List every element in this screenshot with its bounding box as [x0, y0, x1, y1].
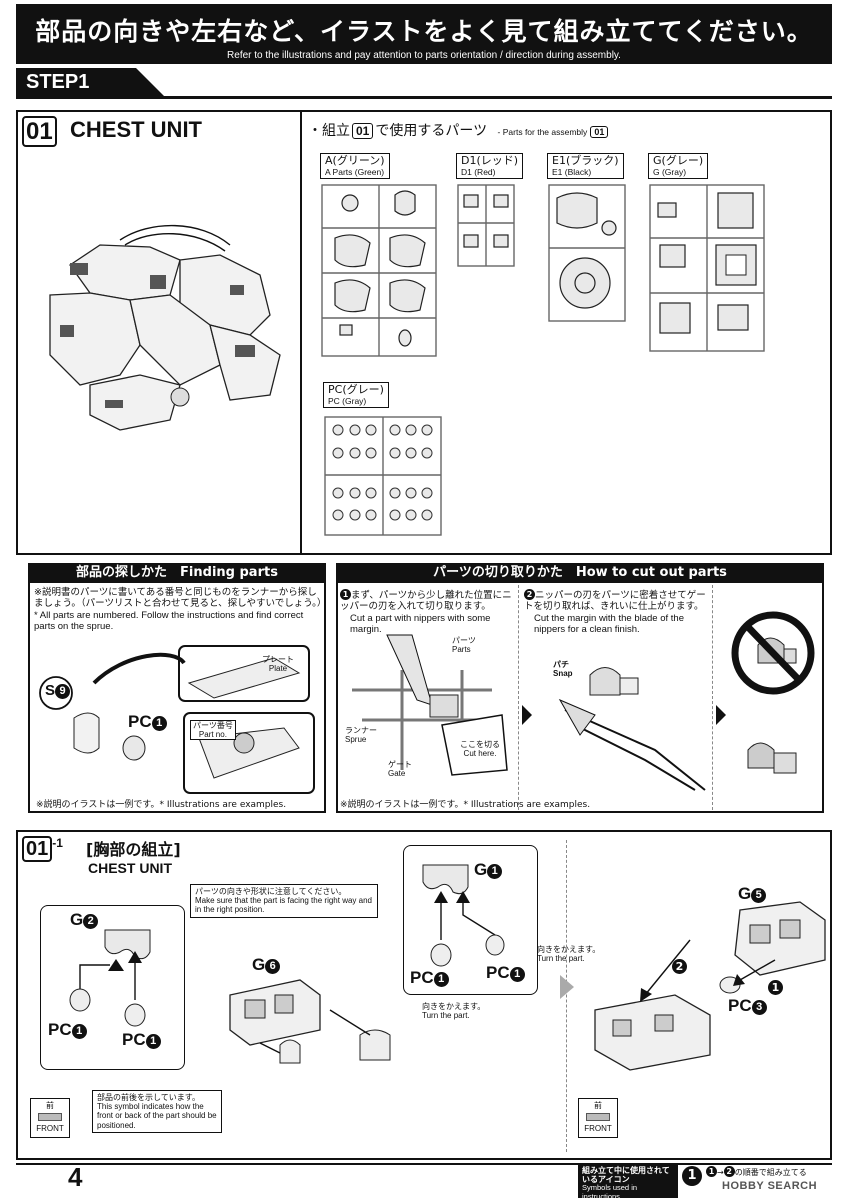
symbols-legend-en: Symbols used in instructions	[582, 1183, 638, 1200]
symbols-legend-box: 組み立て中に使用されているアイコン Symbols used in instru…	[578, 1163, 678, 1200]
parts-heading-en: - Parts for the assembly	[497, 127, 588, 137]
parts-heading-jp-post: で使用するパーツ	[375, 123, 488, 139]
front-symbol-right: 前 FRONT	[578, 1098, 618, 1138]
cutting-wrong-right-illustration	[731, 611, 815, 774]
front-symbol-note: 部品の前後を示しています。 This symbol indicates how …	[92, 1090, 222, 1133]
section-01-1-title-jp: [胸部の組立]	[86, 840, 181, 859]
finding-label-s9-num: 9	[55, 684, 71, 699]
chest-unit-illustration	[49, 224, 281, 431]
sprue-pc-diagram	[324, 416, 442, 536]
front-symbol-note-jp: 部品の前後を示しています。	[97, 1093, 200, 1102]
section-01-box	[16, 110, 832, 555]
parts-heading-num: 01	[352, 123, 374, 139]
section-01-divider	[300, 112, 302, 553]
sprue-a-diagram	[321, 184, 437, 357]
cutting-header: パーツの切り取りかた How to cut out parts	[336, 563, 824, 583]
cutting-divider-2	[712, 585, 713, 810]
cutting-footer: ※説明のイラストは一例です。* Illustrations are exampl…	[340, 800, 591, 810]
cutting-divider-1	[518, 585, 519, 810]
order-icon: 1	[682, 1165, 702, 1186]
cutting-arrow-2	[716, 705, 726, 725]
footer-rule	[16, 1163, 832, 1165]
banner-title-jp: 部品の向きや左右など、イラストをよく見て組み立ててください。	[35, 17, 813, 46]
finding-parts-text: ※説明書のパーツに書いてある番号と同じものをランナーから探しましょう。（パーツリ…	[34, 587, 327, 633]
front-symbol-note-en: This symbol indicates how the front or b…	[97, 1102, 217, 1130]
cutting-step-2-illustration	[558, 667, 706, 791]
cutting-arrow-1	[522, 705, 532, 725]
watermark: HOBBY SEARCH	[722, 1180, 818, 1192]
finding-parts-header: 部品の探しかた Finding parts	[28, 563, 326, 583]
pc-insert-right-illustration	[422, 864, 505, 967]
section-01-1-number: 01-1	[22, 836, 63, 862]
front-symbol-left: 前 FRONT	[30, 1098, 70, 1138]
sprue-label-a: A(グリーン)A Parts (Green)	[320, 153, 390, 180]
orientation-note-jp: パーツの向きや形状に注意してください。	[195, 887, 347, 896]
orientation-note: パーツの向きや形状に注意してください。 Make sure that the p…	[190, 884, 378, 918]
section-01-number: 01	[22, 116, 57, 147]
sprue-label-g: G(グレー)G (Gray)	[648, 153, 709, 180]
orientation-note-en: Make sure that the part is facing the ri…	[195, 896, 372, 915]
parts-heading-jp-pre: ・組立	[308, 123, 350, 139]
section-01-1-box	[16, 830, 832, 1160]
banner-title-en: Refer to the illustrations and pay atten…	[227, 50, 621, 61]
finding-parts-footer: ※説明のイラストは一例です。* Illustrations are exampl…	[36, 800, 287, 810]
sprue-g-diagram	[649, 184, 765, 352]
pc-insert-left-illustration	[69, 929, 151, 1027]
page-number: 4	[68, 1162, 83, 1192]
turn-arrow	[560, 975, 574, 999]
turn-note-1: 向きをかえます。Turn the part.	[422, 1002, 486, 1021]
step-divider	[16, 96, 832, 99]
assembly-result-illustration	[594, 901, 826, 1071]
finding-parts-text-en: * All parts are numbered. Follow the ins…	[34, 609, 304, 633]
sprue-label-d1: D1(レッド)D1 (Red)	[456, 153, 524, 180]
step-order-1: 1	[768, 977, 783, 996]
g6-part-illustration	[229, 979, 391, 1064]
step-tab: STEP1	[16, 68, 166, 98]
step-order-2: 2	[672, 956, 687, 975]
finding-parts-illustration	[39, 645, 315, 794]
sprue-label-pc: PC(グレー)PC (Gray)	[323, 382, 389, 409]
header-banner: 部品の向きや左右など、イラストをよく見て組み立ててください。 Refer to …	[16, 4, 832, 64]
sprue-label-e1: E1(ブラック)E1 (Black)	[547, 153, 624, 180]
turn-note-2: 向きをかえます。Turn the part.	[537, 945, 601, 964]
parts-heading-en-num: 01	[590, 126, 609, 138]
section-01-1-title-en: CHEST UNIT	[88, 860, 172, 876]
cutting-step-1-illustration	[352, 634, 508, 776]
symbols-legend-jp: 組み立て中に使用されているアイコン	[582, 1166, 670, 1185]
section-01-title: CHEST UNIT	[70, 117, 202, 142]
sprue-d1-diagram	[457, 184, 515, 267]
pc-insert-box-left	[40, 905, 185, 1070]
pc-insert-box-right	[403, 845, 538, 995]
sprue-e1-diagram	[548, 184, 626, 322]
finding-parts-text-jp: ※説明書のパーツに書いてある番号と同じものをランナーから探しましょう。（パーツリ…	[34, 587, 327, 610]
